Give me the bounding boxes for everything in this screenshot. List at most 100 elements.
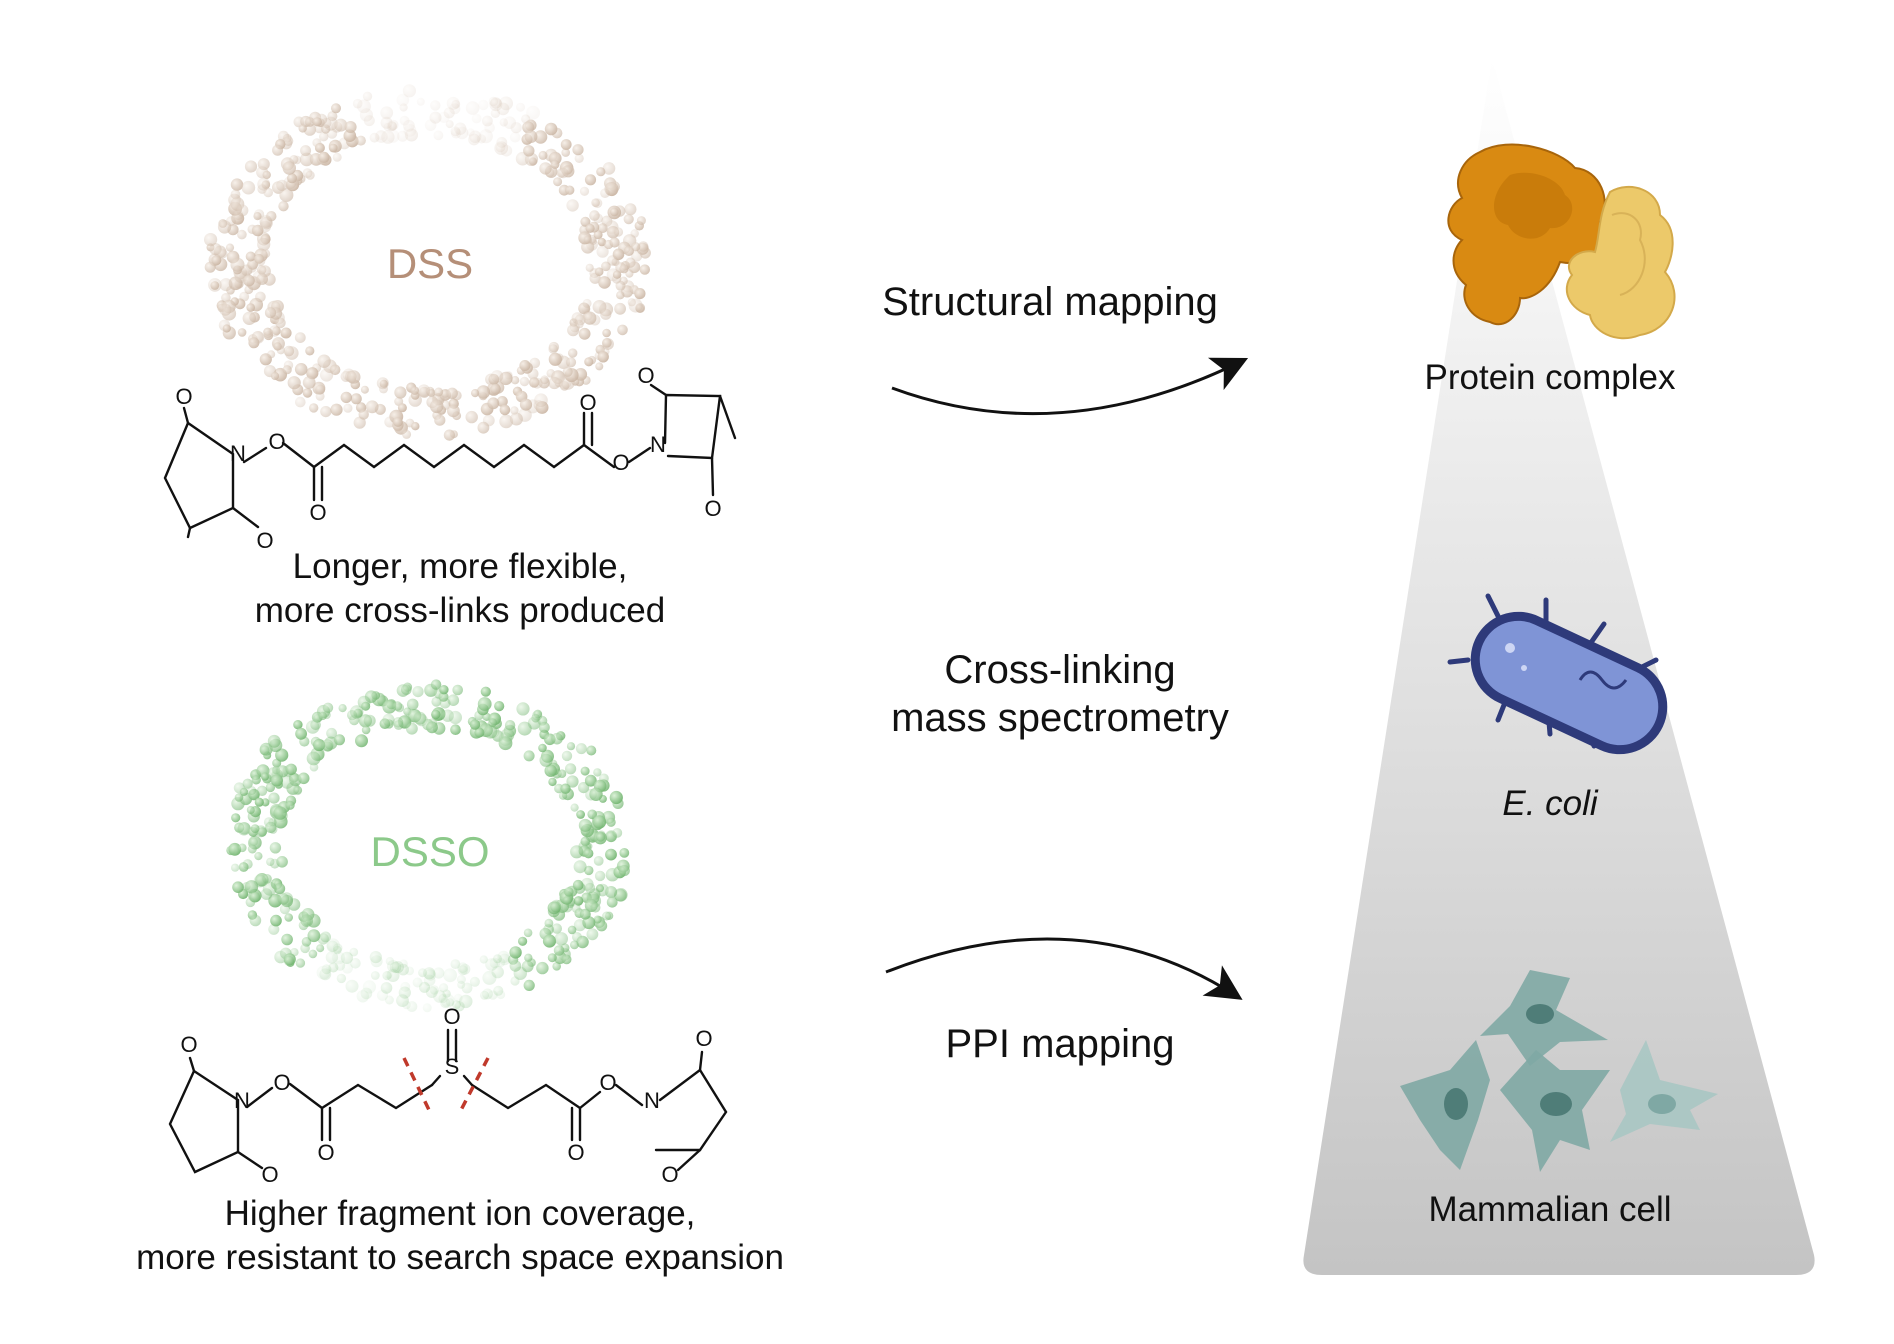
particle — [293, 786, 302, 795]
particle — [477, 697, 492, 711]
particle — [326, 727, 337, 739]
particle — [396, 994, 409, 1007]
particle — [406, 698, 419, 711]
particle — [477, 421, 490, 434]
particle — [450, 126, 461, 137]
particle — [275, 317, 286, 329]
particle — [566, 775, 579, 788]
particle — [321, 739, 334, 752]
particle — [619, 848, 630, 858]
svg-text:O: O — [273, 1070, 290, 1095]
particle — [297, 772, 310, 785]
particle — [593, 856, 604, 866]
particle — [254, 852, 263, 861]
particle — [399, 115, 410, 126]
particle — [465, 101, 480, 115]
particle — [443, 968, 457, 983]
particle — [270, 774, 283, 787]
particle — [309, 403, 319, 413]
particle — [245, 251, 256, 262]
particle — [388, 119, 399, 131]
particle — [561, 954, 572, 965]
particle — [358, 409, 369, 420]
particle — [293, 720, 303, 730]
particle — [597, 223, 608, 234]
particle — [510, 976, 520, 986]
particle — [600, 188, 610, 198]
particle — [580, 216, 591, 227]
particle — [335, 960, 346, 971]
dsso-atom-labels: O N O O O O S O O N O O — [180, 1004, 712, 1187]
svg-text:O: O — [175, 384, 192, 409]
particle — [583, 311, 597, 325]
particle — [256, 785, 268, 796]
particle — [479, 955, 488, 964]
particle — [326, 938, 340, 952]
particle — [316, 944, 325, 953]
particle — [439, 685, 449, 695]
particle — [393, 720, 404, 730]
particle — [270, 371, 280, 381]
particle — [361, 701, 371, 711]
particle — [412, 686, 424, 698]
particle — [344, 121, 357, 133]
particle — [499, 404, 511, 416]
particle — [585, 263, 594, 272]
particle — [593, 768, 602, 777]
particle — [248, 337, 260, 349]
particle — [262, 327, 273, 338]
particle — [317, 354, 331, 368]
particle — [544, 918, 554, 928]
particle — [498, 736, 513, 751]
particle — [340, 391, 352, 404]
dsso-caption-line1: Higher fragment ion coverage, — [224, 1194, 696, 1233]
particle — [434, 414, 446, 426]
particle — [370, 971, 380, 980]
particle — [300, 145, 312, 157]
particle — [548, 344, 558, 354]
particle — [386, 129, 400, 143]
particle — [496, 396, 508, 407]
particle — [281, 933, 293, 946]
particle — [267, 350, 276, 359]
particle — [456, 975, 466, 984]
particle — [237, 822, 251, 836]
svg-text:O: O — [261, 1162, 278, 1187]
dss-caption-line2: more cross-links produced — [254, 591, 666, 630]
particle — [457, 965, 468, 976]
dsso-label: DSSO — [370, 828, 490, 875]
particle — [355, 135, 366, 146]
particle — [389, 961, 402, 974]
particle — [431, 709, 441, 720]
particle — [376, 377, 389, 390]
particle — [338, 704, 347, 713]
particle — [612, 270, 622, 279]
particle — [429, 985, 439, 995]
svg-text:O: O — [443, 1004, 460, 1029]
particle — [465, 410, 478, 424]
svg-text:O: O — [317, 1140, 334, 1165]
particle — [238, 862, 249, 872]
particle — [376, 989, 389, 1001]
particle — [294, 332, 306, 343]
particle — [283, 955, 294, 966]
particle — [266, 857, 275, 867]
particle — [631, 250, 643, 262]
particle — [638, 241, 649, 252]
particle — [405, 128, 418, 142]
particle — [594, 267, 604, 277]
particle — [234, 793, 244, 802]
particle — [350, 393, 362, 405]
particle — [578, 782, 590, 794]
particle — [516, 102, 525, 112]
particle — [262, 170, 271, 180]
particle — [350, 705, 364, 719]
particle — [538, 721, 550, 733]
particle — [550, 901, 562, 913]
particle — [330, 403, 343, 416]
particle — [273, 342, 282, 351]
particle — [561, 750, 573, 762]
particle — [483, 724, 498, 739]
particle — [402, 429, 412, 439]
svg-text:O: O — [661, 1162, 678, 1187]
